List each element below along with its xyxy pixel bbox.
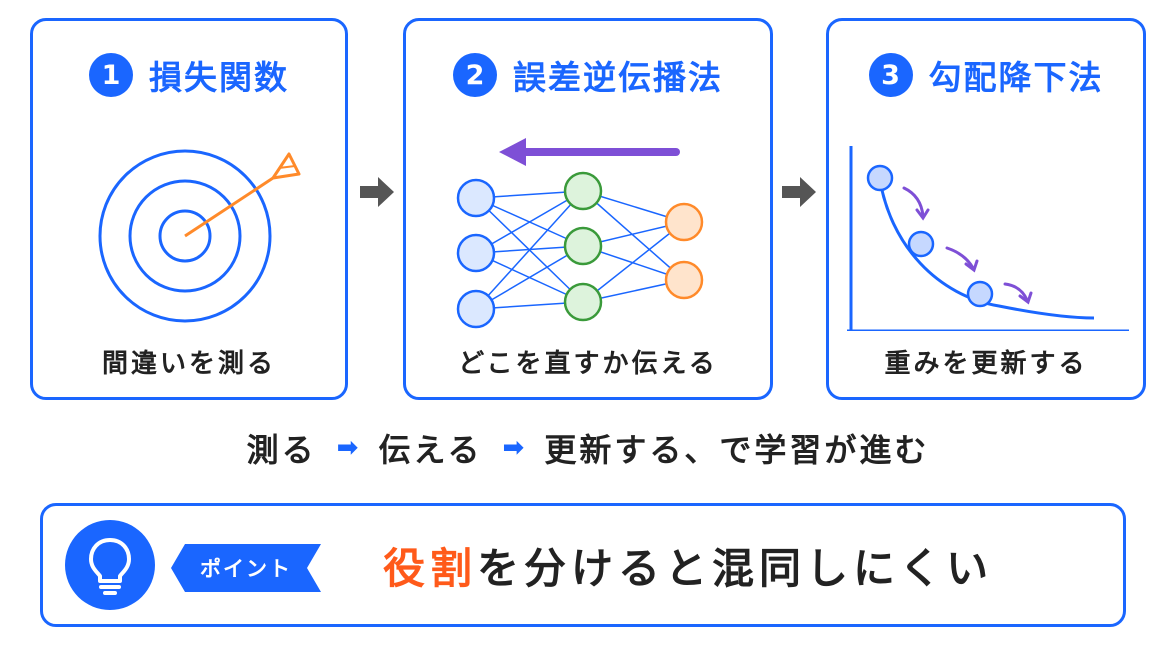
step-header: 1 損失関数	[33, 51, 345, 99]
summary-flow: 測る ➡ 伝える ➡ 更新する、で学習が進む	[0, 425, 1176, 471]
point-tag: ポイント	[171, 544, 321, 592]
point-box: ポイント 役割を分けると混同しにくい	[40, 503, 1126, 627]
lightbulb-icon	[65, 520, 155, 610]
flow-arrow-icon: ➡	[336, 433, 359, 463]
step-card-loss-function: 1 損失関数 間違いを測る	[30, 18, 348, 400]
next-step-arrow-icon	[360, 177, 394, 207]
point-message: 役割を分けると混同しにくい	[383, 506, 993, 624]
neural-network-icon	[456, 138, 704, 329]
step-card-backpropagation: 2 誤差逆伝播法 どこを直すか伝える	[403, 18, 773, 400]
step-title: 誤差逆伝播法	[513, 58, 723, 97]
next-step-arrow-icon	[782, 177, 816, 207]
point-text: を分けると混同しにくい	[477, 543, 994, 593]
step-title: 勾配降下法	[928, 58, 1104, 97]
step-number-badge: 2	[453, 53, 497, 97]
step-caption: 間違いを測る	[101, 349, 276, 379]
step-title: 損失関数	[149, 58, 289, 97]
step-caption: どこを直すか伝える	[458, 349, 718, 379]
step-number-badge: 3	[868, 53, 913, 97]
target-icon	[98, 149, 301, 323]
summary-part-measure: 測る	[246, 431, 317, 469]
step-header: 2 誤差逆伝播法	[406, 51, 770, 99]
summary-part-update: 更新する、で学習が進む	[544, 431, 930, 469]
point-highlight: 役割	[383, 543, 478, 593]
step-header: 3 勾配降下法	[829, 51, 1143, 99]
step-card-gradient-descent: 3 勾配降下法 重みを更新する	[826, 18, 1146, 400]
step-number-badge: 1	[89, 53, 133, 97]
descent-curve-icon	[847, 146, 1129, 331]
flow-arrow-icon: ➡	[502, 433, 525, 463]
summary-part-propagate: 伝える	[378, 431, 483, 469]
step-caption: 重みを更新する	[884, 349, 1088, 379]
